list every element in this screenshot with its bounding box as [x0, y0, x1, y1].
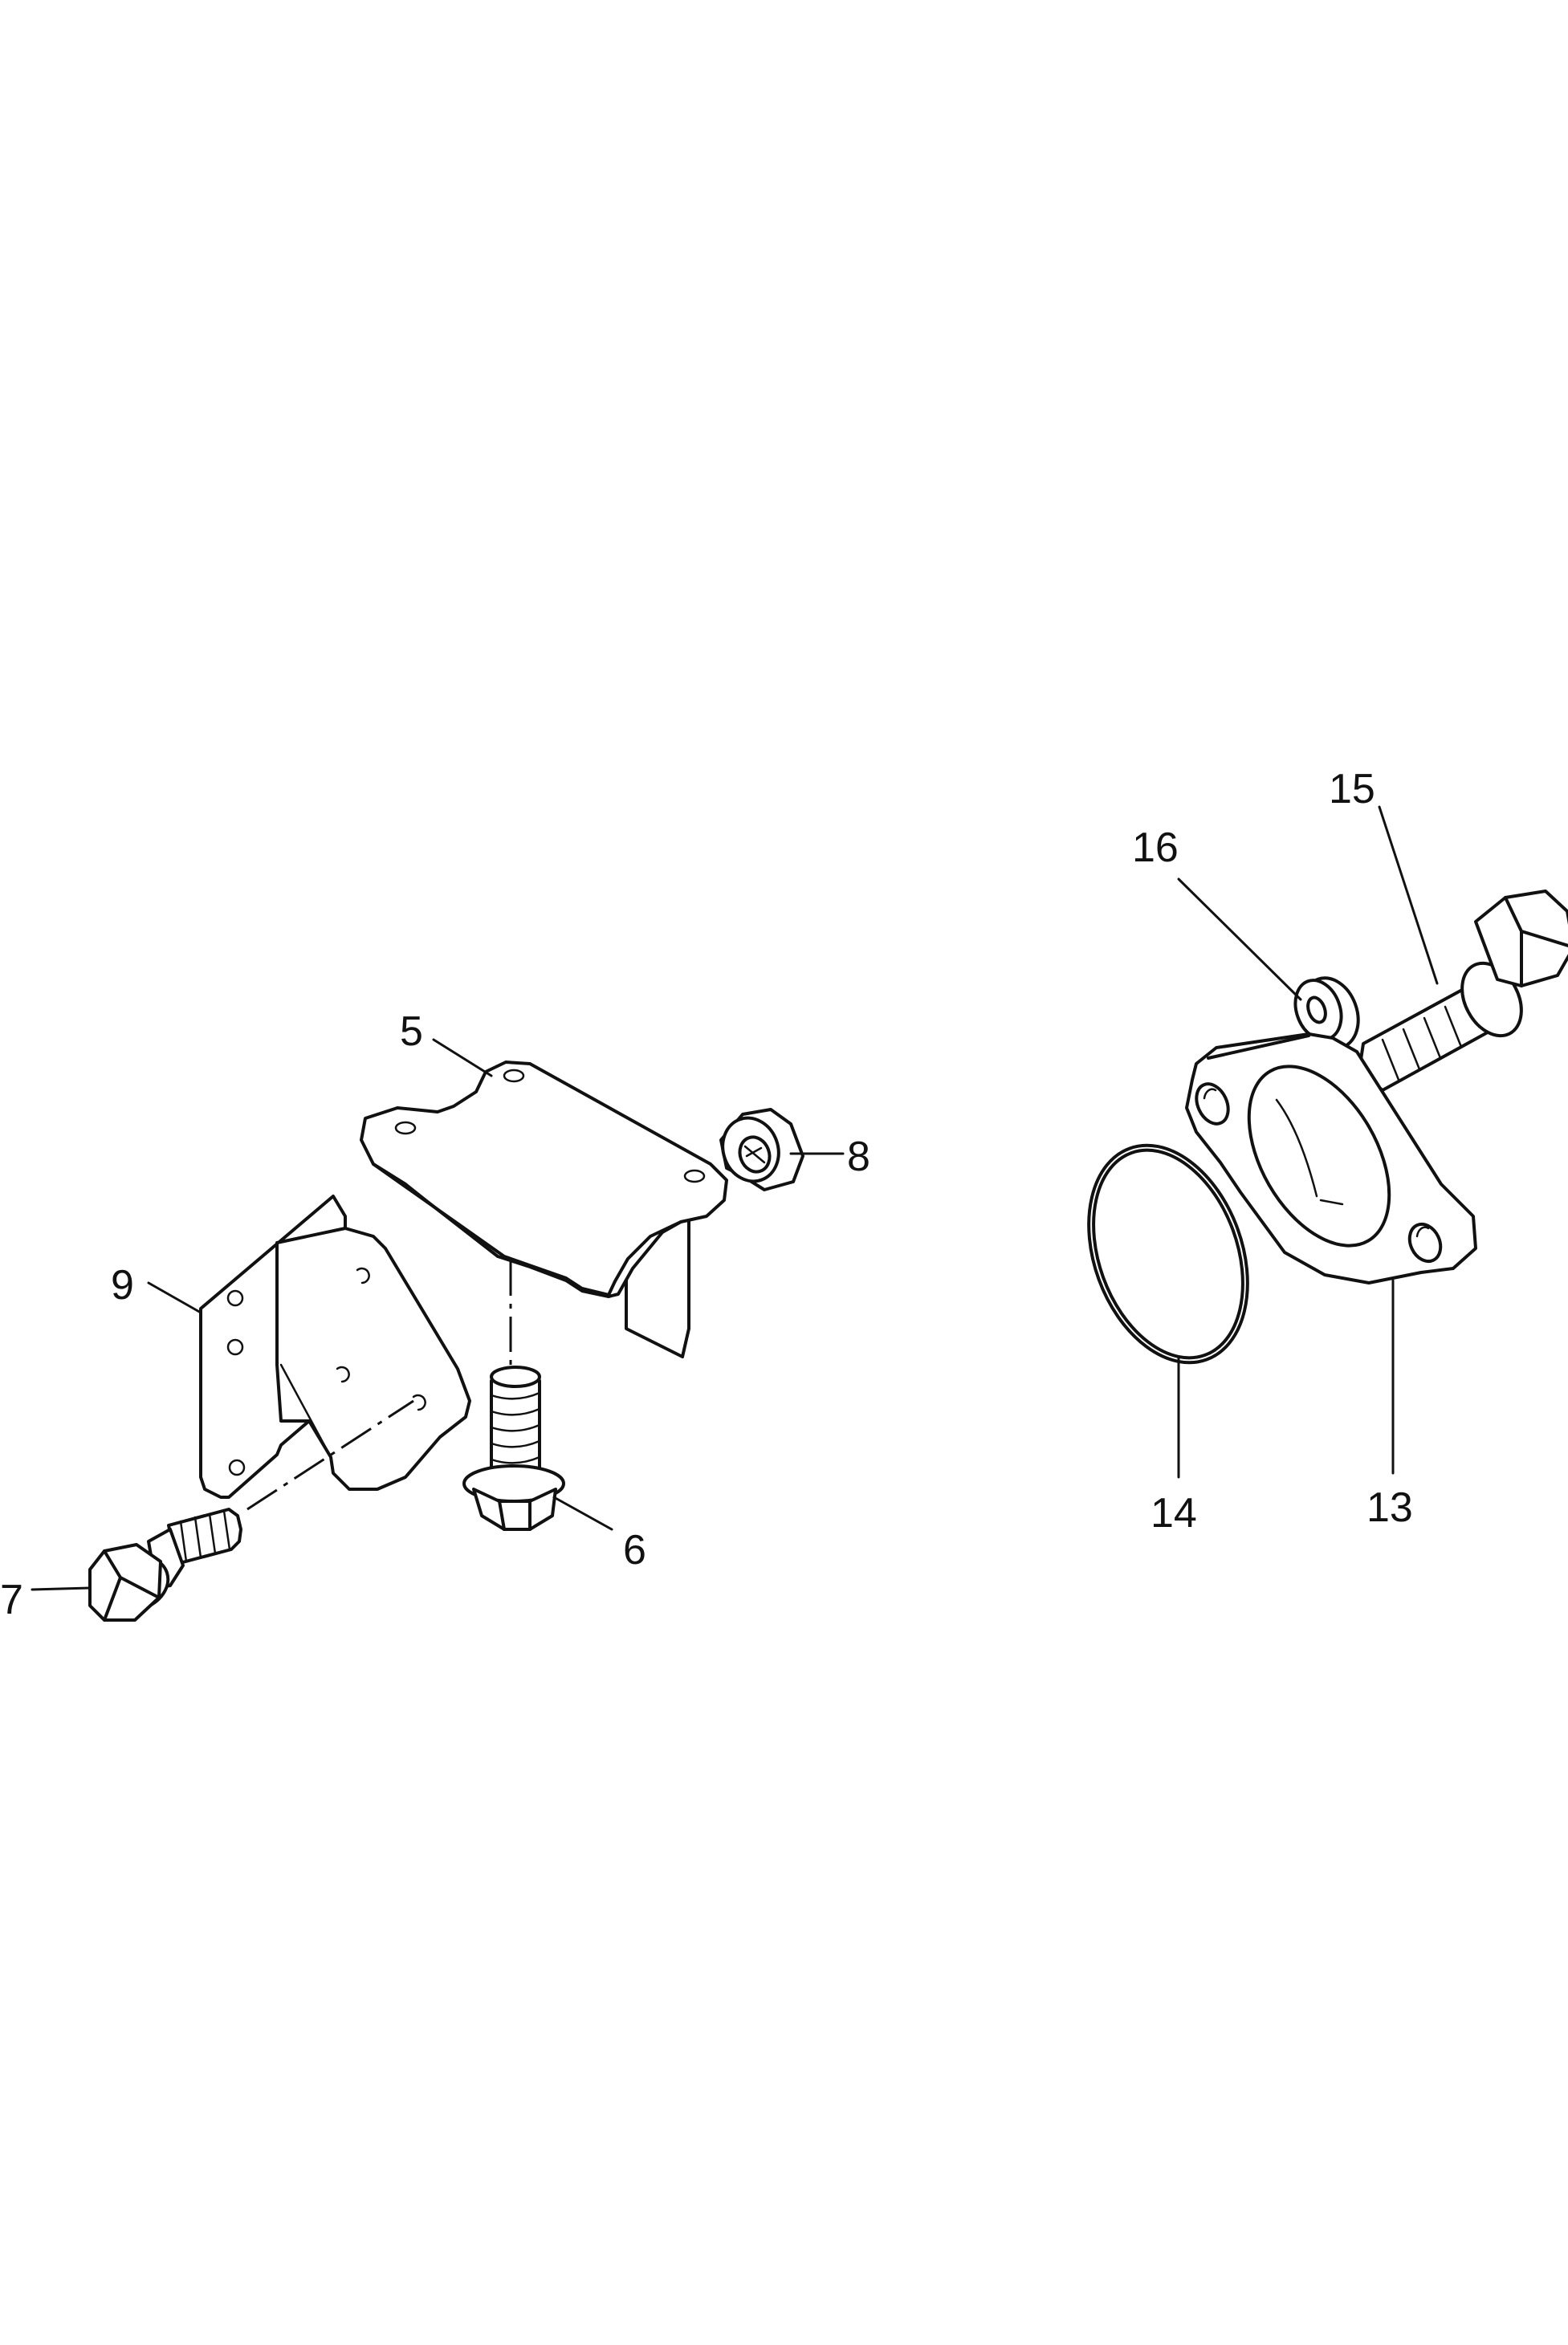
leader-5 [432, 1038, 493, 1077]
callout-16: 16 [1132, 824, 1179, 871]
callout-13: 13 [1366, 1484, 1413, 1531]
part-7-hex-bolt [88, 1508, 242, 1622]
callout-7: 7 [0, 1577, 23, 1623]
callout-5: 5 [400, 1008, 423, 1055]
part-13-flange [1185, 1032, 1477, 1284]
part-8-hex-nut [719, 1108, 804, 1191]
callout-6: 6 [623, 1527, 646, 1574]
callout-15: 15 [1329, 766, 1375, 812]
part-6-vertical-bolt [462, 1366, 565, 1531]
leader-7 [31, 1586, 92, 1591]
leader-6 [552, 1496, 613, 1531]
callout-14: 14 [1151, 1490, 1197, 1537]
leader-16 [1177, 877, 1302, 1001]
leader-15 [1378, 805, 1439, 985]
leader-9 [147, 1281, 202, 1314]
callout-8: 8 [847, 1134, 870, 1180]
callout-labels: 5 6 7 8 9 13 14 15 16 [0, 766, 1413, 1623]
part-14-o-ring [1087, 1143, 1249, 1365]
part-5-mounting-bracket [360, 1061, 728, 1358]
leader-lines [31, 805, 1439, 1591]
part-9-angle-bracket [199, 1195, 471, 1499]
alignment-line-bolt-7 [246, 1399, 414, 1511]
callout-9: 9 [111, 1262, 134, 1309]
part-15-long-bolt [1359, 890, 1568, 1092]
